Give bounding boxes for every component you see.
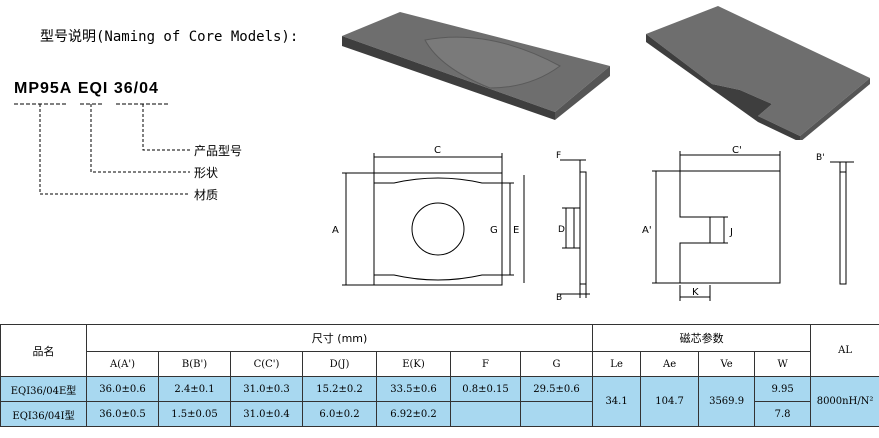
model-code: MP95A EQI 36/04 bbox=[14, 80, 159, 98]
i-core-3d-render bbox=[646, 6, 870, 140]
dim-label-g: G bbox=[490, 225, 498, 236]
dim-label-a: A bbox=[332, 225, 339, 236]
col-ae: Ae bbox=[640, 351, 700, 377]
col-w: W bbox=[754, 351, 812, 377]
dim-label-f: F bbox=[556, 151, 561, 161]
cell: 36.0±0.6 bbox=[86, 376, 159, 402]
cell: 2.4±0.1 bbox=[158, 376, 231, 402]
legend-shape: 形状 bbox=[194, 166, 219, 180]
header-dimensions: 尺寸 (mm) bbox=[85, 324, 594, 352]
row-name: EQI36/04I型 bbox=[0, 401, 87, 427]
cell-al: 8000nH/N² bbox=[810, 376, 879, 427]
table-row: EQI36/04E型 36.0±0.6 2.4±0.1 31.0±0.3 15.… bbox=[0, 376, 879, 427]
col-a: A(A') bbox=[86, 351, 159, 377]
col-e: E(K) bbox=[376, 351, 451, 377]
cell: 29.5±0.6 bbox=[519, 376, 594, 402]
i-core-front-drawing: C' A' J K bbox=[642, 145, 781, 301]
col-c: C(C') bbox=[230, 351, 303, 377]
col-b: B(B') bbox=[158, 351, 231, 377]
cell-ve: 3569.9 bbox=[698, 376, 756, 427]
e-core-front-drawing: C A G E bbox=[332, 145, 525, 286]
dim-label-a-prime: A' bbox=[642, 225, 652, 236]
dim-label-j: J bbox=[729, 227, 733, 238]
cell: 6.0±0.2 bbox=[302, 401, 377, 427]
dim-label-e: E bbox=[513, 225, 519, 236]
cell: 15.2±0.2 bbox=[302, 376, 377, 402]
header-name: 品名 bbox=[0, 324, 87, 377]
cell bbox=[519, 401, 594, 427]
naming-leader-lines bbox=[14, 103, 190, 195]
dim-label-c-prime: C' bbox=[732, 145, 742, 156]
col-d: D(J) bbox=[302, 351, 377, 377]
cell: 31.0±0.4 bbox=[230, 401, 303, 427]
legend-product: 产品型号 bbox=[194, 144, 243, 158]
e-core-3d-render bbox=[342, 12, 610, 120]
model-product: 36/04 bbox=[113, 80, 159, 97]
legend-material: 材质 bbox=[194, 188, 219, 202]
cell: 31.0±0.3 bbox=[230, 376, 303, 402]
header-magnetic: 磁芯参数 bbox=[592, 324, 812, 352]
table-row: EQI36/04I型 36.0±0.5 1.5±0.05 31.0±0.4 6.… bbox=[0, 401, 879, 427]
col-le: Le bbox=[592, 351, 642, 377]
col-ve: Ve bbox=[698, 351, 756, 377]
row-name: EQI36/04E型 bbox=[0, 376, 87, 402]
cell: 1.5±0.05 bbox=[158, 401, 231, 427]
cell-w: 9.95 bbox=[754, 376, 812, 402]
e-core-side-drawing: F D B bbox=[556, 151, 590, 303]
cell: 33.5±0.6 bbox=[376, 376, 451, 402]
cell-le: 34.1 bbox=[592, 376, 642, 427]
cell-ae: 104.7 bbox=[640, 376, 700, 427]
i-core-side-drawing: B' bbox=[816, 153, 854, 285]
model-shape: EQI bbox=[77, 80, 109, 97]
col-g: G bbox=[519, 351, 594, 377]
cell-w: 7.8 bbox=[754, 401, 812, 427]
cell: 36.0±0.5 bbox=[86, 401, 159, 427]
dim-label-d: D bbox=[558, 225, 565, 235]
cell bbox=[450, 401, 521, 427]
spec-table: 品名 尺寸 (mm) 磁芯参数 AL A(A') B(B') C(C') D(J… bbox=[0, 324, 879, 427]
dim-label-c: C bbox=[434, 145, 441, 156]
dim-label-k: K bbox=[692, 287, 699, 298]
cell: 6.92±0.2 bbox=[376, 401, 451, 427]
cell: 0.8±0.15 bbox=[450, 376, 521, 402]
model-material: MP95A bbox=[14, 80, 73, 97]
header-al: AL bbox=[810, 324, 879, 377]
dim-label-b-prime: B' bbox=[816, 153, 825, 163]
dim-label-b: B bbox=[556, 293, 562, 303]
col-f: F bbox=[450, 351, 521, 377]
naming-title: 型号说明(Naming of Core Models): bbox=[40, 29, 299, 45]
